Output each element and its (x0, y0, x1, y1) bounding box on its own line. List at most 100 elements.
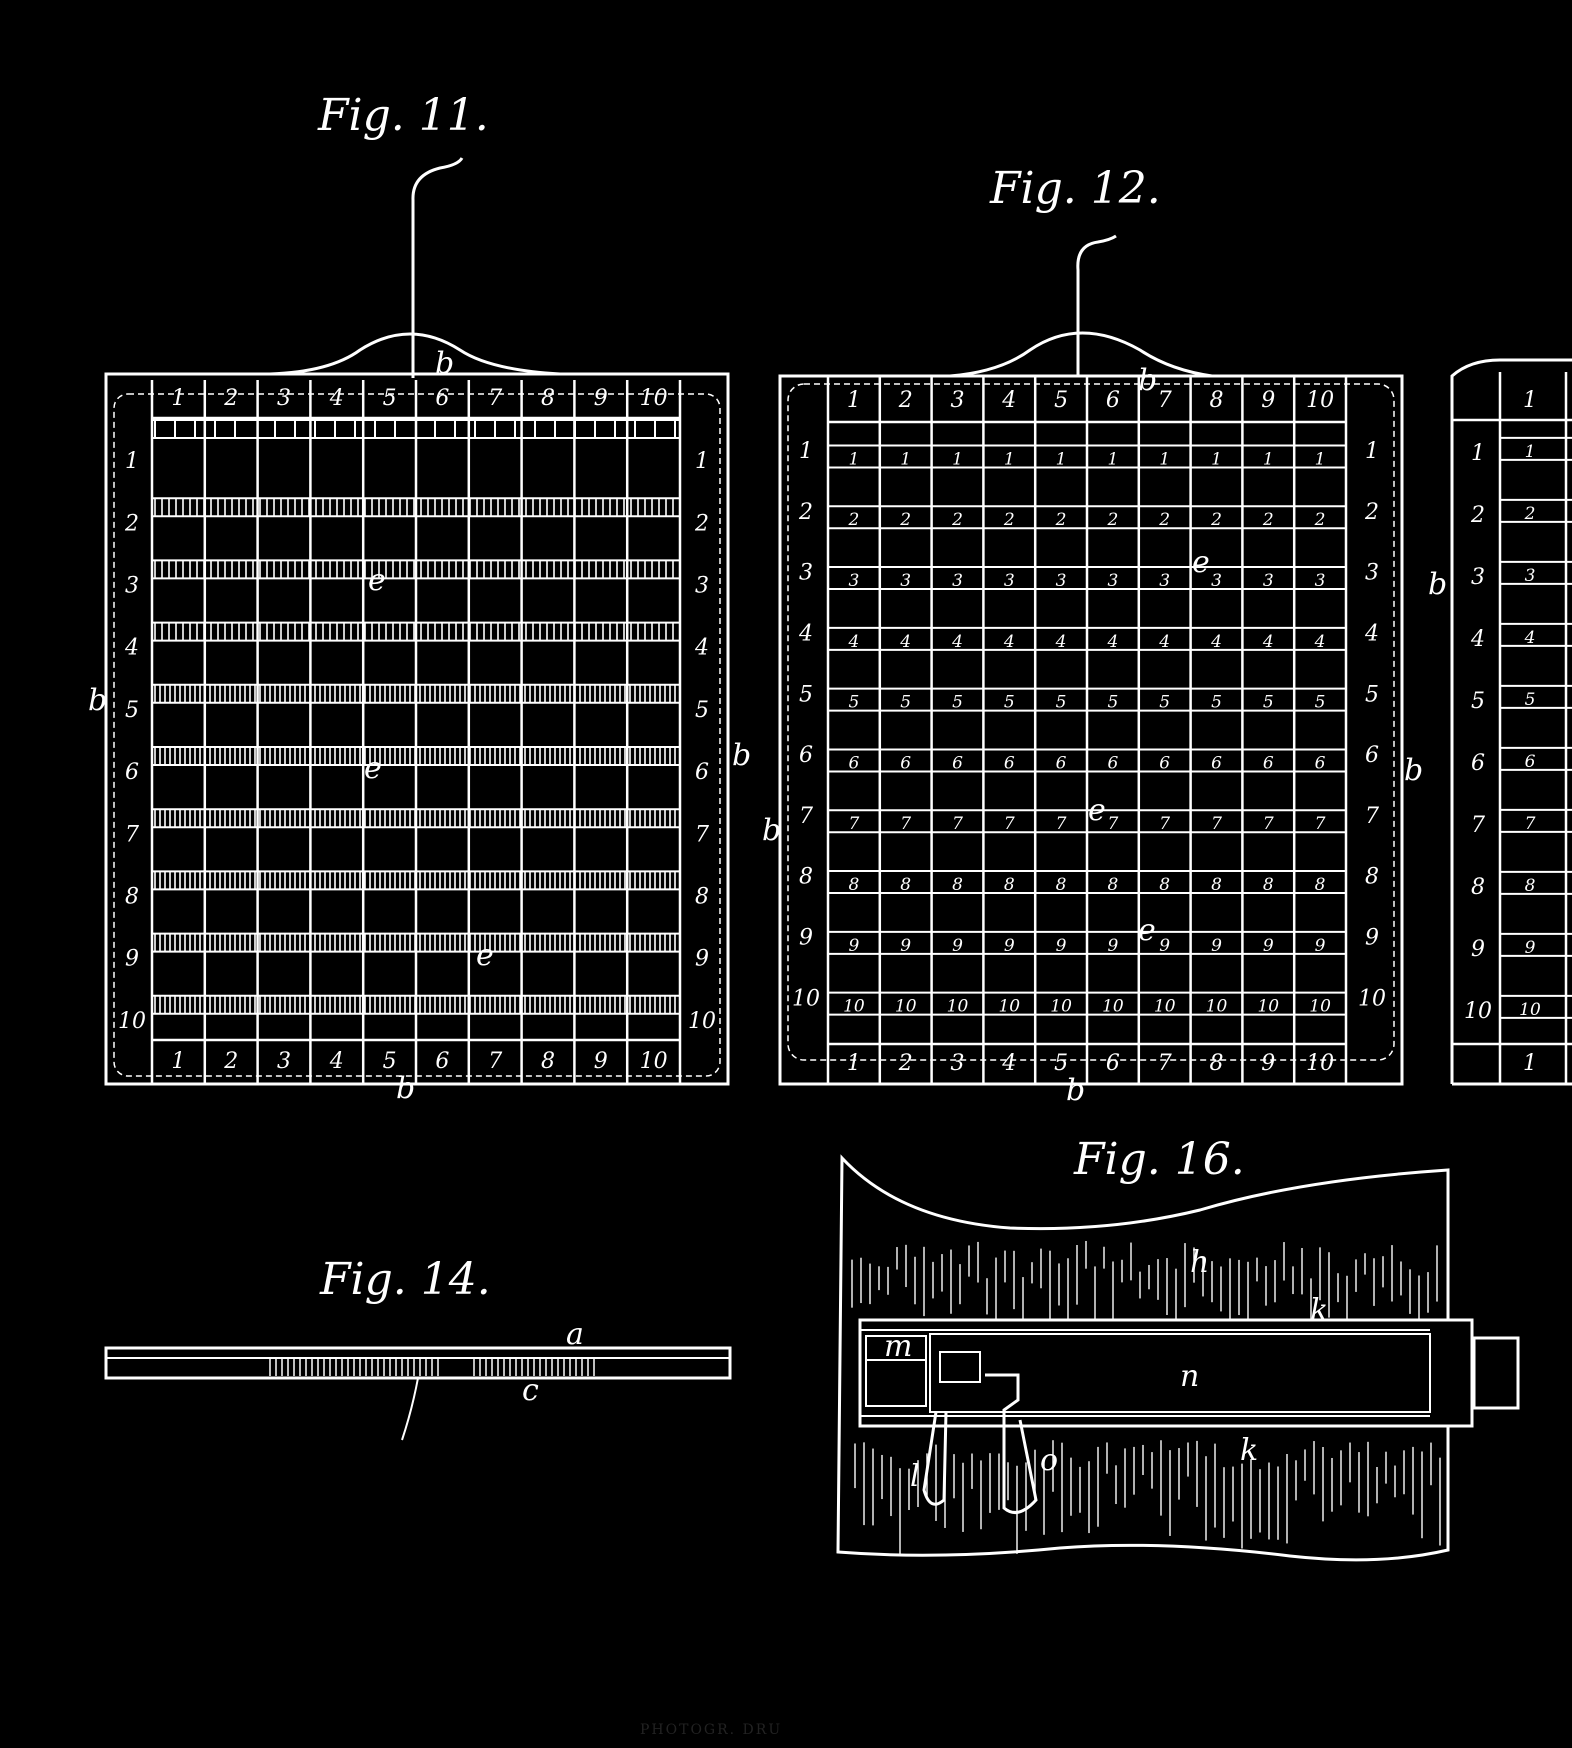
fig12-row-label-left: 10 (792, 986, 820, 1011)
fig12-cell-number: 6 (900, 753, 911, 773)
fig13-cell-number: 2 (1524, 504, 1536, 524)
fig13-cell-number: 4 (1524, 628, 1536, 648)
fig13-row-label-left: 3 (1471, 565, 1485, 590)
fig12-cell-number: 8 (1263, 875, 1274, 895)
fig12-cell-number: 8 (1056, 875, 1067, 895)
fig13-row-label-left: 8 (1471, 875, 1485, 900)
fig13-cell-number: 1 (1525, 442, 1536, 462)
fig12-column-label-top: 2 (898, 388, 913, 413)
fig11-column-label-bottom: 9 (594, 1049, 608, 1074)
fig12-cell-number: 4 (1055, 632, 1067, 652)
fig13-cell-number: 3 (1525, 566, 1536, 586)
fig12-row-label-left: 4 (798, 621, 813, 646)
fig12-column-label-top: 7 (1158, 388, 1172, 413)
fig16-label-k-bottom: k (1240, 1433, 1258, 1468)
fig12-cell-number: 2 (1158, 510, 1170, 530)
fig12-cell-number: 1 (1056, 449, 1067, 469)
fig13-row-label-left: 1 (1471, 441, 1485, 466)
fig12-cell-number: 1 (1211, 449, 1222, 469)
fig16-clip-l (922, 1411, 948, 1506)
fig13-column-label-top: 1 (1523, 388, 1537, 413)
fig11-row-label-left: 5 (125, 698, 139, 723)
fig12-cell-number: 5 (900, 693, 911, 713)
fig12-cell-number: 8 (1211, 875, 1222, 895)
fig12-column-label-bottom: 9 (1261, 1051, 1275, 1076)
fig12-cell-number: 7 (1107, 814, 1118, 834)
fig16-clip-o (985, 1373, 1038, 1514)
fig12-row-label-right: 8 (1365, 865, 1379, 890)
fig12-row-label-right: 9 (1365, 925, 1379, 950)
fig11-row-label-left: 6 (125, 760, 139, 785)
fig12-cell-number: 2 (1314, 510, 1326, 530)
fig12-cell-number: 7 (900, 814, 911, 834)
fig12-column-label-top: 4 (1001, 388, 1016, 413)
fig12-cell-number: 10 (947, 997, 969, 1017)
fig14-label-a: a (566, 1317, 584, 1352)
fig16-title: Fig. 16. (1073, 1134, 1245, 1185)
fig11-column-label-top: 6 (435, 386, 449, 411)
fig12-hanger-wire (1076, 234, 1117, 376)
fig13-row-label-left: 9 (1471, 937, 1485, 962)
fig12-cell-number: 8 (848, 875, 859, 895)
fig12-cell-number: 1 (1107, 449, 1118, 469)
fig12-cell-number: 3 (1263, 571, 1274, 591)
fig12-cell-number: 3 (952, 571, 963, 591)
fig12-cell-number: 4 (1106, 632, 1118, 652)
fig12-cell-number: 1 (952, 449, 963, 469)
fig11-row-label-left: 3 (125, 573, 139, 598)
fig16-fabric-hatching (851, 1240, 1441, 1557)
fig12-row-label-right: 4 (1364, 621, 1379, 646)
fig11-column-label-top: 2 (223, 386, 238, 411)
fig12-cell-number: 2 (951, 510, 963, 530)
fig12-column-label-bottom: 2 (898, 1051, 913, 1076)
fig16-holder-body (858, 1318, 1474, 1428)
fig12-cell-number: 10 (1206, 997, 1228, 1017)
fig11-label-e-1: e (368, 563, 386, 598)
fig11-column-label-top: 5 (383, 386, 397, 411)
fig12-column-label-top: 6 (1106, 388, 1120, 413)
fig13-label-b-left: b (1428, 567, 1447, 602)
fig16-label-l: l (910, 1459, 920, 1494)
fig12-column-label-bottom: 5 (1054, 1051, 1068, 1076)
fig12-cell-number: 5 (1263, 693, 1274, 713)
fig13-grid (1452, 372, 1572, 1084)
fig11-label-b-bottom: b (396, 1071, 415, 1106)
fig12-cell-number: 6 (848, 753, 859, 773)
fig12-cell-number: 10 (1309, 997, 1331, 1017)
fig12-cell-number: 3 (1107, 571, 1118, 591)
fig16-label-m: m (884, 1329, 912, 1364)
fig12-cell-number: 3 (1211, 571, 1222, 591)
fig12-cell-number: 1 (1263, 449, 1274, 469)
fig12-cell-number: 2 (1262, 510, 1274, 530)
fig14-bar-outline (104, 1346, 732, 1380)
fig12-cell-number: 10 (1102, 997, 1124, 1017)
fig12-cell-number: 5 (1004, 693, 1015, 713)
fig11-column-label-bottom: 10 (640, 1049, 668, 1074)
fig13-row-label-left: 6 (1471, 751, 1485, 776)
fig11-title: Fig. 11. (317, 90, 489, 141)
fig12-cell-number: 7 (1263, 814, 1274, 834)
fig11-row-label-right: 9 (695, 947, 709, 972)
fig11-row-label-left: 7 (125, 822, 139, 847)
fig11-row-label-right: 1 (695, 449, 709, 474)
fig11-row-label-right: 5 (695, 698, 709, 723)
fig12-cell-number: 6 (1107, 753, 1118, 773)
fig12-cell-number: 4 (899, 632, 911, 652)
fig12-cell-number: 9 (848, 936, 859, 956)
fig13-row-label-left: 5 (1471, 689, 1485, 714)
fig11-column-label-top: 3 (277, 386, 291, 411)
fig11-label-e-2: e (364, 751, 382, 786)
fig11-row-label-right: 7 (695, 822, 709, 847)
fig11-row-label-left: 4 (124, 636, 139, 661)
fig12-cell-number: 7 (1056, 814, 1067, 834)
fig12-label-e-3: e (1138, 913, 1156, 948)
fig12-cell-number: 5 (1159, 693, 1170, 713)
fig13-cell-number: 5 (1525, 690, 1536, 710)
fig12-cell-number: 3 (848, 571, 859, 591)
fig12-grid (826, 376, 1348, 1084)
fig12-cell-number: 9 (1211, 936, 1222, 956)
fig13-cell-number: 6 (1525, 752, 1536, 772)
fig12-column-label-top: 5 (1054, 388, 1068, 413)
fig12-cell-number: 2 (1003, 510, 1015, 530)
